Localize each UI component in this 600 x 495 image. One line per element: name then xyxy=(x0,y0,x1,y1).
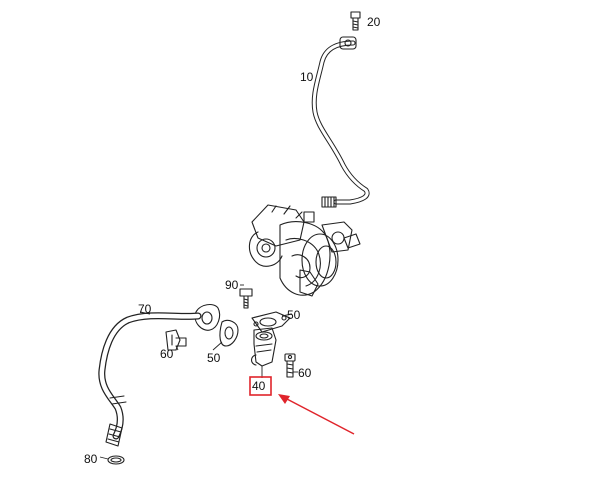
gasket-50-right xyxy=(251,311,291,333)
oil-feed-line xyxy=(311,36,370,208)
turbocharger xyxy=(248,204,361,297)
label-20: 20 xyxy=(367,15,381,29)
highlight-arrow-head xyxy=(278,394,290,404)
label-60-left: 60 xyxy=(160,347,174,361)
label-10: 10 xyxy=(300,70,314,84)
highlight-box xyxy=(249,376,272,396)
banjo-bolt-60-left xyxy=(165,329,187,351)
leader-lines xyxy=(99,284,298,460)
gasket-50-left xyxy=(219,319,239,347)
part-labels: 20 10 90 70 50 60 50 60 40 80 xyxy=(84,15,381,466)
banjo-bolt-60-right xyxy=(284,353,296,378)
oil-return-line xyxy=(98,303,221,447)
screw-20 xyxy=(350,11,361,31)
label-40: 40 xyxy=(252,379,266,393)
label-60-right: 60 xyxy=(298,366,312,380)
o-ring-80 xyxy=(107,455,125,465)
drain-adapter-40 xyxy=(250,327,277,367)
highlight-arrow-shaft xyxy=(284,397,355,435)
bolt-90 xyxy=(239,288,253,309)
label-70: 70 xyxy=(138,302,152,316)
label-50-right: 50 xyxy=(287,308,301,322)
label-80: 80 xyxy=(84,452,98,466)
label-50-left: 50 xyxy=(207,351,221,365)
highlight-annotation xyxy=(249,376,355,435)
label-90: 90 xyxy=(225,278,239,292)
